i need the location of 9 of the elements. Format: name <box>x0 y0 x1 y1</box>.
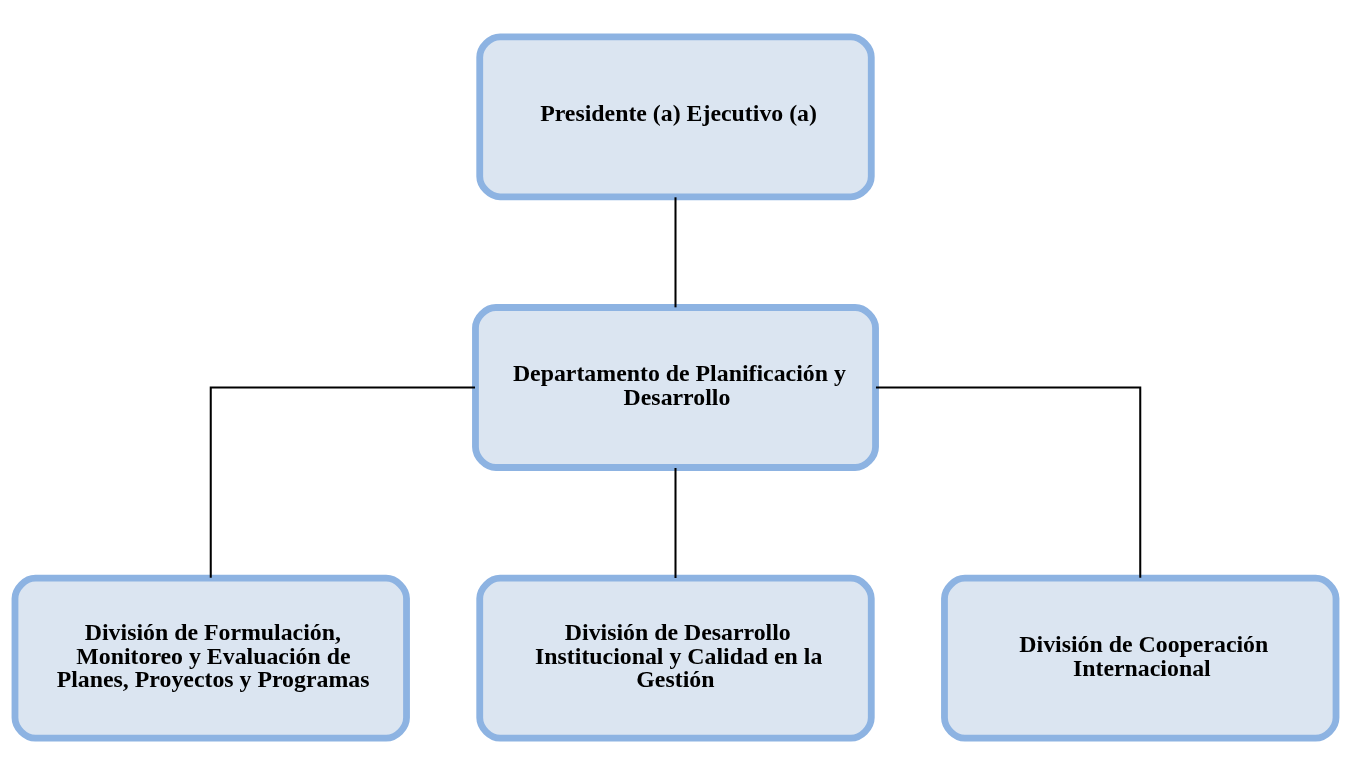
node-box: Departamento de Planificación y Desarrollo <box>472 303 879 471</box>
connector <box>674 196 677 307</box>
node-box: División de Desarrollo Institucional y Calidad en la Gestión <box>476 574 875 742</box>
connector <box>875 386 1142 578</box>
node-box: División de Cooperación Internacional <box>941 574 1340 742</box>
connector <box>674 467 677 578</box>
node-box: División de Formulación, Monitoreo y Evaluación de Planes, Proyectos y Programas <box>11 574 410 742</box>
connector <box>209 386 476 578</box>
node-box: Presidente (a) Ejecutivo (a) <box>476 32 875 200</box>
